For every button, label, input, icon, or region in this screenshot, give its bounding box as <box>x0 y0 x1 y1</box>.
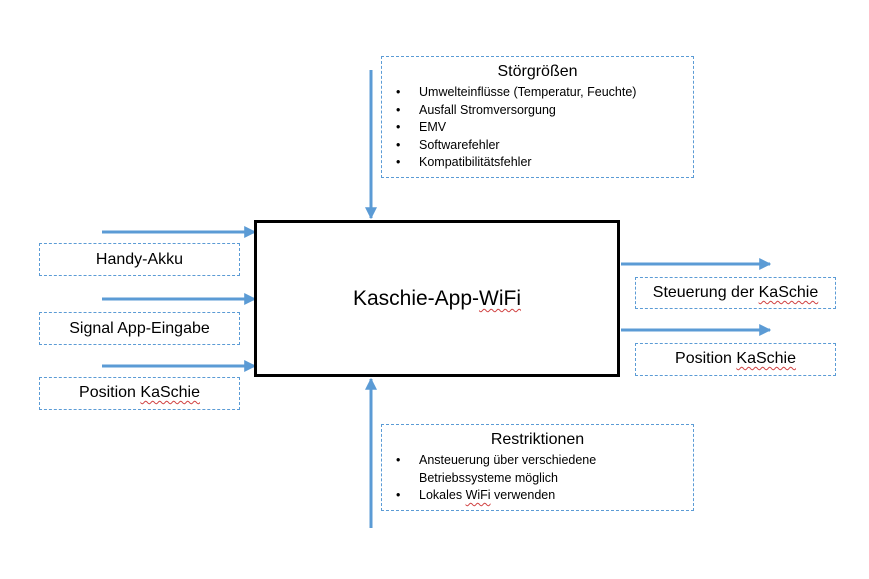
restriktionen-list: Ansteuerung über verschiedeneBetriebssys… <box>392 452 596 505</box>
spellcheck-underline: KaSchie <box>140 384 200 401</box>
spellcheck-underline: WiFi <box>465 488 491 502</box>
stoergroessen-list: Umwelteinflüsse (Temperatur, Feuchte) Au… <box>392 84 636 172</box>
output-box-steuerung: Steuerung der KaSchie <box>635 277 836 309</box>
list-item: Ansteuerung über verschiedeneBetriebssys… <box>392 452 596 487</box>
stoergroessen-title: Störgrößen <box>497 63 578 80</box>
spellcheck-underline: KaSchie <box>758 284 819 301</box>
input-label: Signal App-Eingabe <box>69 320 210 337</box>
main-title: Kaschie-App-WiFi <box>352 287 522 310</box>
restriktionen-title: Restriktionen <box>490 431 585 448</box>
output-label: Steuerung der KaSchie <box>652 284 819 301</box>
restriktionen-box: Restriktionen Ansteuerung über verschied… <box>381 424 694 511</box>
input-box-signal: Signal App-Eingabe <box>39 312 240 345</box>
list-item: Softwarefehler <box>392 137 636 155</box>
input-label: Position KaSchie <box>79 384 200 401</box>
main-process-box: Kaschie-App-WiFi <box>254 220 620 377</box>
input-label: Handy-Akku <box>95 251 184 268</box>
list-item: Kompatibilitätsfehler <box>392 154 636 172</box>
stoergroessen-box: Störgrößen Umwelteinflüsse (Temperatur, … <box>381 56 694 178</box>
output-box-position: Position KaSchie <box>635 343 836 376</box>
input-box-handy-akku: Handy-Akku <box>39 243 240 276</box>
input-box-position: Position KaSchie <box>39 377 240 410</box>
spellcheck-underline: KaSchie <box>736 350 796 367</box>
spellcheck-underline: WiFi <box>479 287 522 310</box>
output-label: Position KaSchie <box>675 350 796 367</box>
list-item: EMV <box>392 119 636 137</box>
list-item: Ausfall Stromversorgung <box>392 102 636 120</box>
list-item: Lokales WiFi verwenden <box>392 487 596 505</box>
list-item: Umwelteinflüsse (Temperatur, Feuchte) <box>392 84 636 102</box>
